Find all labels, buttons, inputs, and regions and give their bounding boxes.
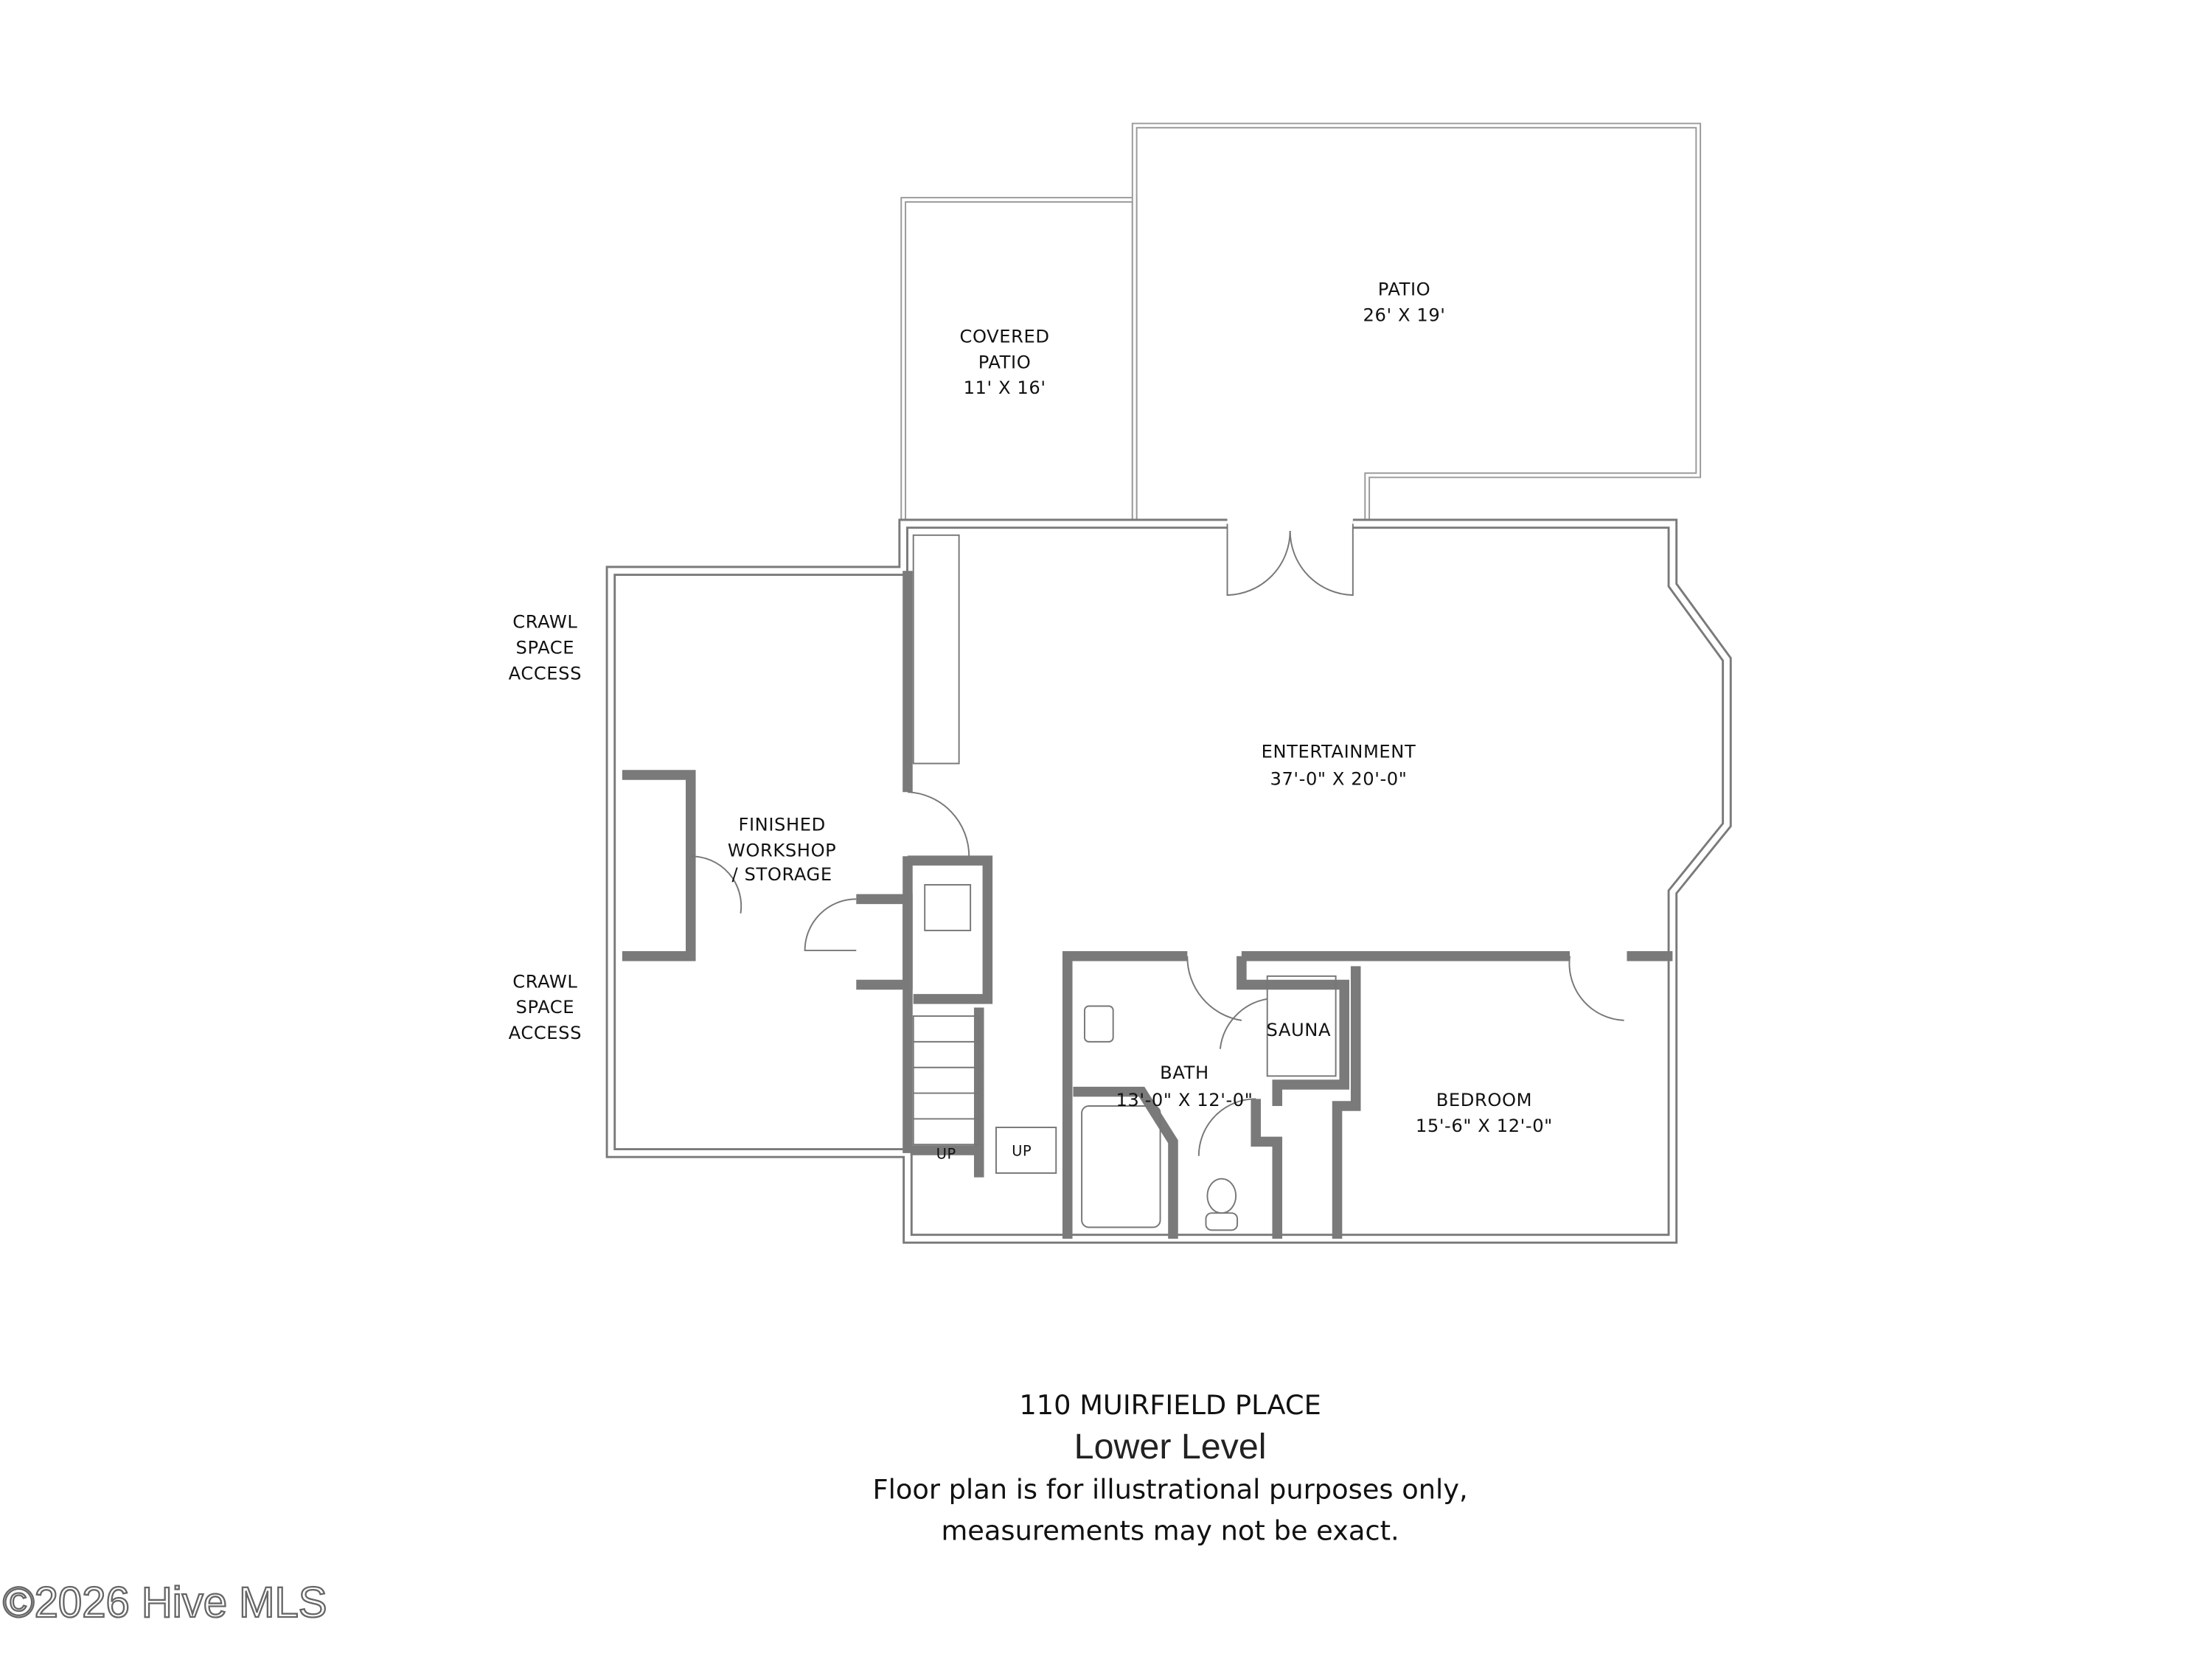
- svg-text:BATH: BATH: [1160, 1062, 1209, 1083]
- crawl-space-access-label-2: CRAWL SPACE ACCESS: [509, 971, 582, 1043]
- stairs-up-label-1: UP: [936, 1146, 956, 1163]
- svg-text:PATIO: PATIO: [978, 352, 1032, 372]
- watermark: ©2026 Hive MLS: [3, 1579, 327, 1627]
- svg-text:PATIO: PATIO: [1378, 279, 1431, 300]
- svg-text:FINISHED: FINISHED: [738, 814, 825, 835]
- patio-outlines: [900, 122, 1702, 521]
- svg-text:CRAWL: CRAWL: [512, 971, 577, 992]
- sauna-label: SAUNA: [1266, 1020, 1331, 1040]
- bedroom-label: BEDROOM 15'-6" X 12'-0": [1416, 1090, 1553, 1136]
- svg-text:15'-6" X 12'-0": 15'-6" X 12'-0": [1416, 1116, 1553, 1136]
- patio-label: PATIO 26' X 19': [1363, 279, 1446, 326]
- level-subtitle: Lower Level: [1074, 1427, 1267, 1467]
- fixtures: [690, 524, 1624, 1231]
- bath-label: BATH 13'-0" X 12'-0": [1116, 1062, 1253, 1110]
- svg-text:ACCESS: ACCESS: [509, 663, 582, 684]
- svg-text:COVERED: COVERED: [960, 327, 1050, 347]
- address-title: 110 MUIRFIELD PLACE: [1019, 1389, 1321, 1421]
- svg-text:ENTERTAINMENT: ENTERTAINMENT: [1262, 742, 1416, 762]
- svg-text:BEDROOM: BEDROOM: [1436, 1090, 1532, 1110]
- svg-text:11' X 16': 11' X 16': [964, 378, 1046, 398]
- disclaimer-line-2: measurements may not be exact.: [941, 1514, 1399, 1546]
- stairs-up-label-2: UP: [1012, 1143, 1032, 1160]
- svg-text:CRAWL: CRAWL: [512, 612, 577, 633]
- svg-text:/ STORAGE: / STORAGE: [732, 864, 832, 885]
- covered-patio-label: COVERED PATIO 11' X 16': [960, 327, 1050, 399]
- svg-text:26' X 19': 26' X 19': [1363, 305, 1446, 325]
- workshop-label: FINISHED WORKSHOP / STORAGE: [728, 814, 836, 885]
- disclaimer-line-1: Floor plan is for illustrational purpose…: [872, 1473, 1467, 1505]
- svg-text:WORKSHOP: WORKSHOP: [728, 840, 836, 860]
- svg-text:37'-0" X 20'-0": 37'-0" X 20'-0": [1270, 769, 1407, 790]
- svg-text:13'-0" X 12'-0": 13'-0" X 12'-0": [1116, 1090, 1253, 1110]
- crawl-space-access-label-1: CRAWL SPACE ACCESS: [509, 612, 582, 684]
- entertainment-label: ENTERTAINMENT 37'-0" X 20'-0": [1262, 742, 1416, 790]
- svg-text:SPACE: SPACE: [516, 637, 575, 658]
- svg-text:ACCESS: ACCESS: [509, 1023, 582, 1043]
- svg-text:SPACE: SPACE: [516, 997, 575, 1018]
